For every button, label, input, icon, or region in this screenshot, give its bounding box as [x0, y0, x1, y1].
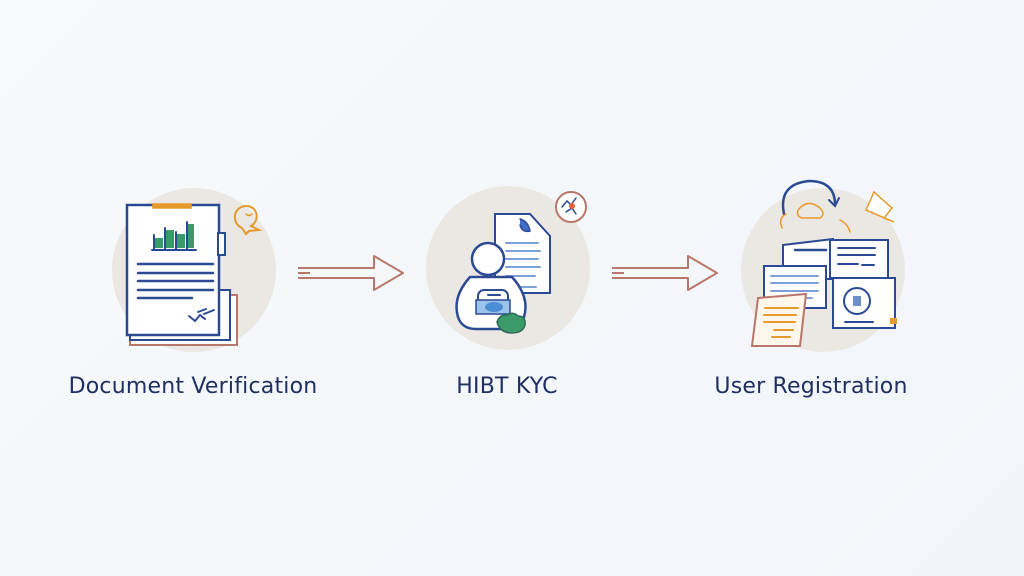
- step-label-user-registration: User Registration: [714, 374, 908, 399]
- arrow-right-icon: [298, 255, 404, 291]
- registration-forms-icon: [750, 179, 897, 347]
- arrow-right-icon: [612, 255, 718, 291]
- step-label-document-verification: Document Verification: [68, 374, 318, 399]
- step-label-hibt-kyc: HIBT KYC: [456, 374, 558, 399]
- identity-badge-icon: [455, 191, 587, 334]
- document-clipboard-icon: [125, 203, 263, 346]
